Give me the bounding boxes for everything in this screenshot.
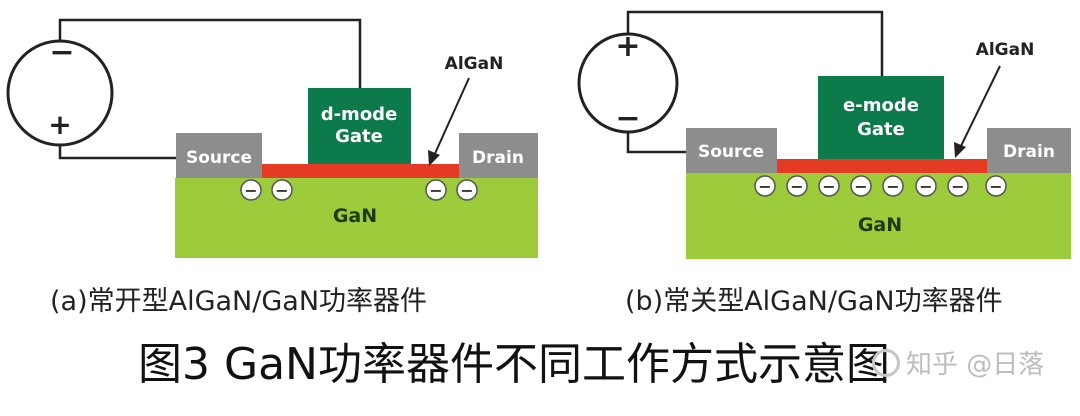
svg-text:−: − <box>951 177 964 196</box>
panel-a-gate-line2: Gate <box>335 126 383 147</box>
panel-b-battery-bottom-sign: − <box>615 101 640 136</box>
panel-a-gate-line1: d-mode <box>321 104 398 125</box>
watermark: 知乎 @日落 <box>872 344 1044 381</box>
electron-icon: − <box>985 175 1007 197</box>
svg-text:−: − <box>919 177 932 196</box>
svg-text:−: − <box>886 177 899 196</box>
electron-icon: − <box>425 179 447 201</box>
svg-text:−: − <box>989 177 1002 196</box>
panel-a-electrons: − − − − <box>240 179 478 201</box>
panel-a-algan-label: AlGaN <box>445 54 504 74</box>
panel-a-battery <box>6 39 114 147</box>
svg-text:−: − <box>429 181 442 200</box>
svg-text:−: − <box>822 177 835 196</box>
panel-b-battery-top-sign: + <box>615 29 640 64</box>
panel-a-source-label: Source <box>186 148 252 168</box>
panel-b-gan-label: GaN <box>858 214 902 236</box>
panel-a-battery-bottom-sign: + <box>48 108 71 141</box>
panel-b-gan-layer <box>686 173 1071 259</box>
svg-text:−: − <box>460 181 473 200</box>
panel-b-source-contact <box>686 128 777 173</box>
panel-b-algan-layer <box>777 159 987 173</box>
panel-a-drain-contact <box>459 133 538 178</box>
svg-text:−: − <box>854 177 867 196</box>
electron-icon: − <box>271 179 293 201</box>
panel-b-gate-line2: Gate <box>857 119 905 140</box>
zhihu-logo-icon <box>872 348 900 377</box>
panel-b-algan-arrow <box>959 65 1001 149</box>
panel-a-wire-top <box>58 18 362 88</box>
svg-text:−: − <box>244 181 257 200</box>
svg-text:−: − <box>790 177 803 196</box>
panel-b-drain-contact <box>987 128 1071 173</box>
electron-icon: − <box>240 179 262 201</box>
svg-text:−: − <box>275 181 288 200</box>
panel-a-algan-layer <box>262 164 459 178</box>
electron-icon: − <box>915 175 937 197</box>
panel-a-algan-arrow <box>432 77 470 159</box>
panel-b-gate-line1: e-mode <box>843 95 919 116</box>
panel-a-battery-top-sign: − <box>49 35 74 70</box>
panel-a-caption: (a)常开型AlGaN/GaN功率器件 <box>50 286 428 317</box>
panel-b-source-label: Source <box>698 142 764 162</box>
panel-b-battery <box>577 32 679 134</box>
panel-a-gate <box>308 88 411 164</box>
watermark-text: 知乎 @日落 <box>906 350 1045 380</box>
panel-b-drain-label: Drain <box>1003 142 1055 162</box>
panel-b-wire-top <box>626 10 884 76</box>
panel-a-source-contact <box>176 133 262 178</box>
panel-b-algan-arrowhead <box>954 142 966 158</box>
panel-a-drain-label: Drain <box>472 148 524 168</box>
panel-b-gate <box>818 76 944 159</box>
electron-icon: − <box>947 175 969 197</box>
panel-b-wire-bottom <box>626 131 686 154</box>
electron-icon: − <box>818 175 840 197</box>
panel-a-gan-label: GaN <box>333 205 377 227</box>
panel-b-electrons: − − − − − − − <box>754 175 1007 197</box>
electron-icon: − <box>456 179 478 201</box>
electron-icon: − <box>850 175 872 197</box>
electron-icon: − <box>786 175 808 197</box>
panel-b-diagram: + − GaN Source Drain e-mode Gate AlGaN −… <box>577 10 1071 259</box>
panel-a-diagram: − + GaN Source Drain d-mode Gate AlGaN −… <box>6 18 538 258</box>
panel-a-algan-arrowhead <box>428 150 440 166</box>
panel-b-algan-label: AlGaN <box>976 40 1035 60</box>
figure-title: 图3 GaN功率器件不同工作方式示意图 <box>138 339 890 390</box>
svg-text:−: − <box>758 177 771 196</box>
electron-icon: − <box>754 175 776 197</box>
electron-icon: − <box>882 175 904 197</box>
panel-b-caption: (b)常关型AlGaN/GaN功率器件 <box>625 286 1003 317</box>
